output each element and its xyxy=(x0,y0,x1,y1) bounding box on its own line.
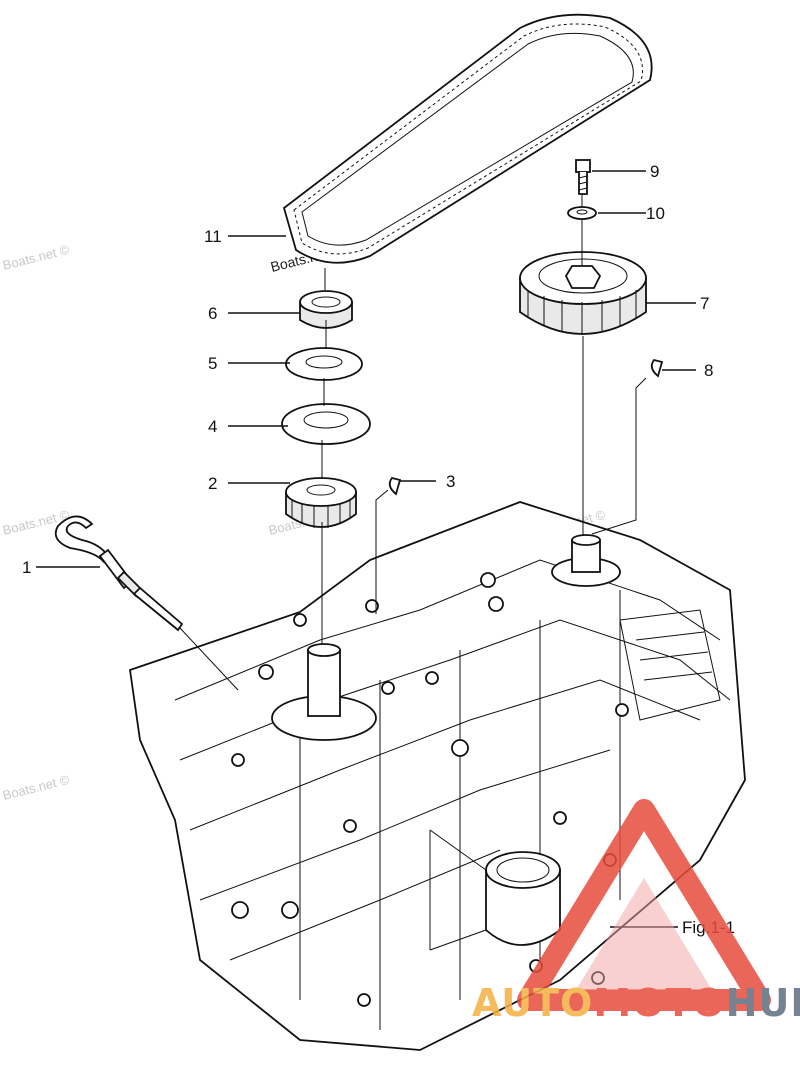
crank-nut xyxy=(299,290,353,329)
logo-moto: MOTO xyxy=(593,981,725,1025)
key-3 xyxy=(388,476,402,496)
cam-bolt-9 xyxy=(575,159,591,195)
cam-washer-10 xyxy=(567,206,597,220)
callout-2: 2 xyxy=(208,474,217,493)
key-8 xyxy=(650,358,664,378)
callout-9: 9 xyxy=(650,162,659,181)
callout-6: 6 xyxy=(208,304,217,323)
logo-hub: HUB xyxy=(726,981,800,1025)
washer-5 xyxy=(285,347,363,381)
dipstick xyxy=(54,515,184,632)
logo-auto: AUTO xyxy=(472,981,593,1025)
logo-triangle-outer xyxy=(517,799,771,1011)
callout-3: 3 xyxy=(446,472,455,491)
crank-pulley-2 xyxy=(285,477,357,528)
logo-triangle-inner xyxy=(576,878,712,990)
watermark-1: Boats.net © xyxy=(1,242,71,273)
timing-belt xyxy=(282,13,653,264)
callout-10: 10 xyxy=(646,204,665,223)
callout-8: 8 xyxy=(704,361,713,380)
centerlines xyxy=(179,194,647,691)
callout-11: 11 xyxy=(204,227,222,246)
callout-1: 1 xyxy=(22,558,31,577)
cam-pulley-7 xyxy=(519,251,647,335)
logo-wordmark: AUTOMOTOHUB xyxy=(472,981,800,1025)
callout-4: 4 xyxy=(208,417,217,436)
callout-7: 7 xyxy=(700,294,709,313)
guide-4 xyxy=(281,403,371,445)
watermark-3: Boats.net © xyxy=(1,772,71,803)
callout-5: 5 xyxy=(208,354,217,373)
automotohub-logo: AUTOMOTOHUB xyxy=(472,799,800,1025)
